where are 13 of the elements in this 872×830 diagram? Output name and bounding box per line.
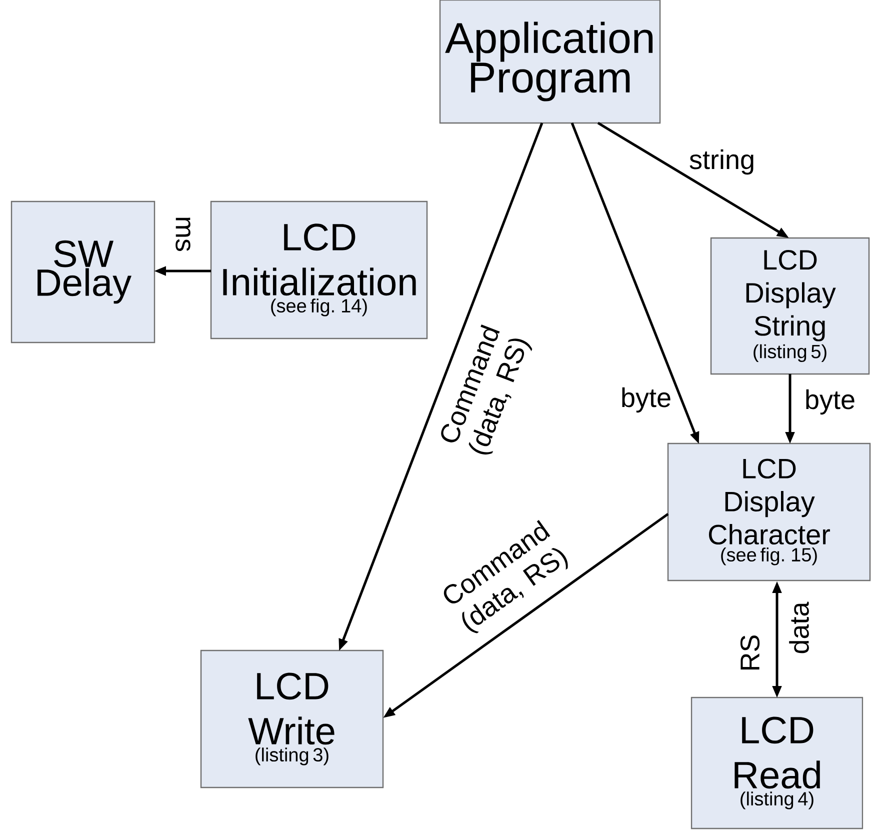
process-box: LCD Display Character (see fig. 15) <box>667 442 871 582</box>
process-box: LCD Read (listing 4) <box>690 696 864 830</box>
process-box: LCD Write (listing 3) <box>200 650 384 788</box>
process-box: LCD Initialization (see fig. 14) <box>210 200 428 340</box>
edge-label: string <box>690 149 754 175</box>
process-box: SW Delay <box>10 200 156 344</box>
edge-label: byte <box>622 387 670 413</box>
signal-name: RS <box>740 635 760 670</box>
process-box: LCD Display String (listing 5) <box>710 237 870 375</box>
edge-label: ms <box>176 218 190 252</box>
edge-label: byte <box>806 389 854 415</box>
edge-label: data <box>789 602 809 654</box>
process-box: Application Program <box>439 0 661 124</box>
